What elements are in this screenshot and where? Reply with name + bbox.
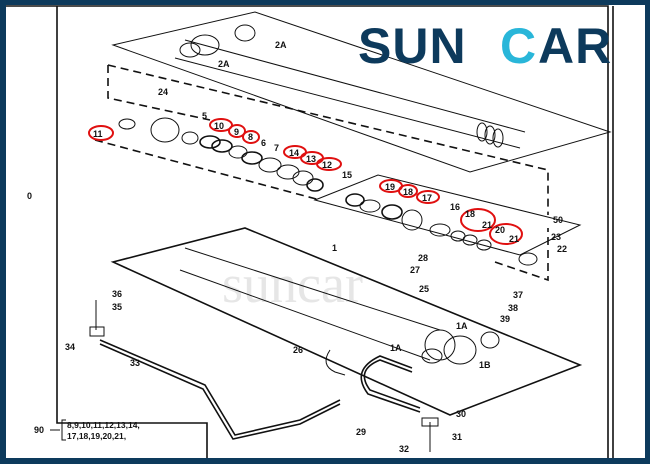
callout-15: 15 [342, 170, 352, 180]
callout-10: 10 [214, 121, 224, 131]
kit-bracket [50, 419, 66, 441]
callout-23: 23 [551, 232, 561, 242]
callout-37: 37 [513, 290, 523, 300]
callout-9: 9 [234, 127, 239, 137]
callout-34: 34 [65, 342, 75, 352]
svg-text:AR: AR [538, 18, 612, 74]
callout-labels: 2A 2A 24 5 11 10 9 8 6 7 14 13 12 15 0 1… [27, 40, 567, 454]
callout-21: 21 [482, 220, 492, 230]
callout-28: 28 [418, 253, 428, 263]
callout-20: 20 [495, 225, 505, 235]
frame-line [56, 6, 208, 458]
callout-0: 0 [27, 191, 32, 201]
callout-24: 24 [158, 87, 168, 97]
callout-50: 50 [553, 215, 563, 225]
callout-36: 36 [112, 289, 122, 299]
cylinder-barrel-panel [110, 227, 583, 416]
callout-19: 19 [385, 182, 395, 192]
callout-2a: 2A [275, 40, 287, 50]
callout-18: 18 [403, 187, 413, 197]
callout-16: 16 [450, 202, 460, 212]
callout-8: 8 [248, 132, 253, 142]
parts-diagram: suncar [6, 5, 645, 458]
exploded-cylinder-diagram: suncar [6, 5, 614, 458]
callout-1a: 1A [456, 321, 468, 331]
callout-18: 18 [465, 209, 475, 219]
callout-1a: 1A [390, 343, 402, 353]
callout-1b: 1B [479, 360, 491, 370]
callout-5: 5 [202, 111, 207, 121]
callout-17: 17 [422, 193, 432, 203]
seal-kit-boundary [94, 64, 549, 282]
callout-35: 35 [112, 302, 122, 312]
suncar-logo: SUN C AR [358, 18, 612, 74]
callout-30: 30 [456, 409, 466, 419]
callout-13: 13 [306, 154, 316, 164]
callout-12: 12 [322, 160, 332, 170]
watermark: suncar [222, 254, 363, 314]
callout-38: 38 [508, 303, 518, 313]
callout-6: 6 [261, 138, 266, 148]
piston-panel [313, 174, 582, 256]
seal-rings [118, 117, 538, 266]
callout-32: 32 [399, 444, 409, 454]
seal-kit-line-1: 8,9,10,11,12,13,14, [67, 420, 140, 430]
callout-7: 7 [274, 143, 279, 153]
callout-25: 25 [419, 284, 429, 294]
callout-29: 29 [356, 427, 366, 437]
highlighted-seals [88, 118, 523, 245]
callout-21: 21 [509, 234, 519, 244]
svg-text:SUN: SUN [358, 18, 467, 74]
callout-33: 33 [130, 358, 140, 368]
callout-11: 11 [93, 129, 103, 139]
svg-text:C: C [500, 18, 536, 74]
callout-31: 31 [452, 432, 462, 442]
frame-line [6, 5, 609, 458]
callout-39: 39 [500, 314, 510, 324]
callout-90: 90 [34, 425, 44, 435]
callout-26: 26 [293, 345, 303, 355]
callout-1: 1 [332, 243, 337, 253]
seal-kit-line-2: 17,18,19,20,21, [67, 431, 126, 441]
callout-14: 14 [289, 148, 299, 158]
callout-22: 22 [557, 244, 567, 254]
piston-rod-panel [111, 11, 612, 173]
callout-27: 27 [410, 265, 420, 275]
hoses [89, 300, 439, 452]
callout-2a: 2A [218, 59, 230, 69]
